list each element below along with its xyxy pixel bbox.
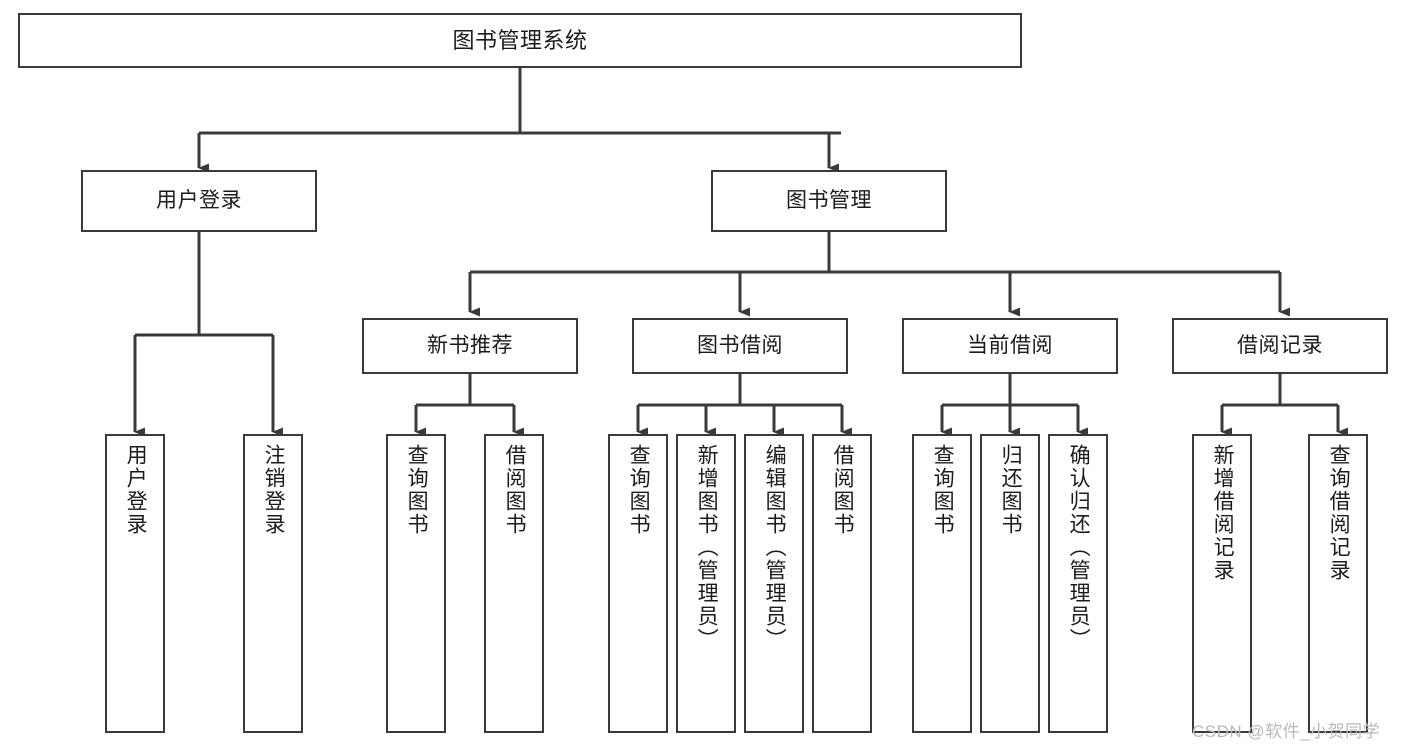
node-leaf-return-book[interactable]: 归还图书 [980, 434, 1040, 733]
node-book-management[interactable]: 图书管理 [711, 170, 947, 232]
node-label: 图书借阅 [697, 333, 783, 357]
node-borrow-record[interactable]: 借阅记录 [1172, 318, 1388, 374]
node-label: 查询图书 [931, 444, 955, 536]
node-label: 确认归还（管理员） [1067, 444, 1091, 651]
node-label: 用户登录 [156, 188, 242, 212]
node-label: 查询图书 [627, 444, 651, 536]
node-leaf-confirm-return-admin[interactable]: 确认归还（管理员） [1048, 434, 1108, 733]
node-label: 图书管理 [786, 188, 872, 212]
node-leaf-query-book-borrow[interactable]: 查询图书 [608, 434, 668, 733]
node-leaf-add-borrow-record[interactable]: 新增借阅记录 [1192, 434, 1252, 733]
node-book-borrow[interactable]: 图书借阅 [632, 318, 848, 374]
node-label: 注销登录 [262, 444, 286, 536]
node-label: 新增图书（管理员） [695, 444, 719, 651]
node-current-borrow[interactable]: 当前借阅 [902, 318, 1118, 374]
node-user-login[interactable]: 用户登录 [81, 170, 317, 232]
node-label: 查询图书 [405, 444, 429, 536]
node-leaf-edit-book-admin[interactable]: 编辑图书（管理员） [744, 434, 804, 733]
node-label: 查询借阅记录 [1327, 444, 1351, 582]
node-leaf-logout[interactable]: 注销登录 [243, 434, 303, 733]
node-label: 新增借阅记录 [1211, 444, 1235, 582]
node-leaf-add-book-admin[interactable]: 新增图书（管理员） [676, 434, 736, 733]
node-leaf-borrow-book[interactable]: 借阅图书 [812, 434, 872, 733]
node-leaf-query-book-current[interactable]: 查询图书 [912, 434, 972, 733]
node-label: 图书管理系统 [452, 27, 588, 53]
node-root-system[interactable]: 图书管理系统 [18, 13, 1022, 68]
node-label: 当前借阅 [967, 333, 1053, 357]
node-label: 借阅图书 [831, 444, 855, 536]
node-leaf-borrow-book-recommend[interactable]: 借阅图书 [484, 434, 544, 733]
node-label: 借阅记录 [1237, 333, 1323, 357]
node-leaf-user-login[interactable]: 用户登录 [105, 434, 165, 733]
node-label: 用户登录 [124, 444, 148, 536]
node-label: 新书推荐 [427, 333, 513, 357]
node-label: 编辑图书（管理员） [763, 444, 787, 651]
node-label: 归还图书 [999, 444, 1023, 536]
node-leaf-query-borrow-record[interactable]: 查询借阅记录 [1308, 434, 1368, 733]
node-new-book-recommend[interactable]: 新书推荐 [362, 318, 578, 374]
watermark-text: CSDN @软件_小贺同学 [1192, 722, 1381, 741]
node-leaf-query-book-recommend[interactable]: 查询图书 [386, 434, 446, 733]
node-label: 借阅图书 [503, 444, 527, 536]
